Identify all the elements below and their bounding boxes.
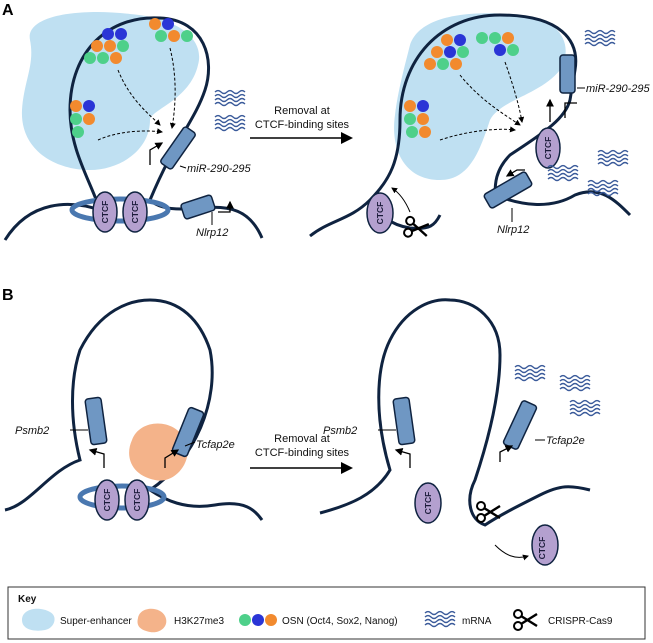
- gene-nlrp12: [180, 194, 216, 220]
- mrna-icon: [584, 29, 616, 47]
- interaction-arrows: [97, 47, 176, 141]
- svg-text:CTCF: CTCF: [375, 202, 385, 225]
- ctcf-protein: CTCF: [366, 192, 394, 234]
- key-crispr: CRISPR-Cas9: [548, 616, 613, 627]
- key-h3k27me3: H3K27me3: [174, 616, 224, 627]
- label-mir-290-295: miR-290-295: [187, 163, 251, 175]
- mrna-icon: [597, 149, 629, 167]
- panel-label-a: A: [2, 2, 14, 19]
- mrna-icon: [547, 164, 579, 182]
- release-arrow: [391, 187, 411, 213]
- ctcf-protein: CTCF: [122, 191, 148, 233]
- h3k27me3-swatch: [137, 608, 167, 633]
- svg-text:CTCF: CTCF: [423, 492, 433, 515]
- arrow-label-line1: Removal at: [274, 105, 330, 117]
- super-enhancer-swatch: [22, 608, 55, 631]
- label-psmb2: Psmb2: [15, 425, 49, 437]
- gene-psmb2: [392, 396, 416, 446]
- label-tcfap2e: Tcfap2e: [196, 439, 235, 451]
- dna-loop: [4, 298, 264, 521]
- gene-psmb2: [84, 396, 108, 446]
- osn-cluster: [70, 18, 193, 138]
- mrna-icon: [569, 399, 601, 417]
- label-nlrp12: Nlrp12: [497, 224, 529, 236]
- mrna-icon: [559, 374, 591, 392]
- svg-text:CTCF: CTCF: [100, 201, 110, 224]
- promoter-arrow: [505, 169, 525, 177]
- promoter-arrow: [88, 448, 105, 468]
- arrow-label-line2: CTCF-binding sites: [255, 119, 350, 131]
- ctcf-protein: CTCF: [535, 127, 561, 169]
- osn-swatch: [239, 614, 277, 626]
- promoter-arrow: [564, 102, 577, 118]
- super-enhancer-region: [21, 11, 200, 171]
- gene-nlrp12: [483, 171, 533, 209]
- promoter-arrow: [394, 448, 411, 468]
- svg-text:CTCF: CTCF: [130, 201, 140, 224]
- promoter-arrow: [218, 200, 234, 213]
- osn-cluster: [404, 32, 519, 138]
- cohesin-ring: [77, 483, 167, 511]
- ctcf-protein: CTCF: [531, 524, 559, 566]
- mrna-icon: [514, 364, 546, 382]
- ctcf-protein: CTCF: [414, 482, 442, 524]
- mrna-icon: [214, 89, 246, 107]
- label-mir-290-295: miR-290-295: [586, 83, 650, 95]
- arrow-label-line1: Removal at: [274, 433, 330, 445]
- ctcf-protein: CTCF: [94, 479, 120, 521]
- key-super-enhancer: Super-enhancer: [60, 616, 132, 627]
- interaction-arrows: [439, 61, 525, 141]
- svg-text:CTCF: CTCF: [132, 489, 142, 512]
- dna-loop: [319, 298, 591, 527]
- ctcf-protein: CTCF: [124, 479, 150, 521]
- svg-text:CTCF: CTCF: [537, 537, 547, 560]
- ctcf-protein: CTCF: [92, 191, 118, 233]
- mrna-icon: [214, 114, 246, 132]
- label-psmb2: Psmb2: [323, 425, 357, 437]
- label-tcfap2e: Tcfap2e: [546, 435, 585, 447]
- promoter-arrow: [499, 445, 514, 462]
- panel-label-b: B: [2, 287, 14, 304]
- key-osn: OSN (Oct4, Sox2, Nanog): [282, 616, 398, 627]
- gene-mir-290-295: [559, 54, 576, 94]
- svg-text:CTCF: CTCF: [102, 489, 112, 512]
- label-nlrp12: Nlrp12: [196, 227, 228, 239]
- key-box: [7, 586, 646, 640]
- svg-text:CTCF: CTCF: [543, 137, 553, 160]
- promoter-arrow: [164, 449, 180, 468]
- key-title: Key: [18, 594, 37, 605]
- promoter-arrow: [149, 142, 164, 165]
- arrow-label-line2: CTCF-binding sites: [255, 447, 350, 459]
- release-arrow: [494, 544, 529, 561]
- h3k27me3-mark: [129, 423, 188, 481]
- dna-loop: [309, 13, 632, 238]
- key-mrna: mRNA: [462, 616, 492, 627]
- cohesin-ring: [69, 196, 171, 224]
- gene-tcfap2e: [502, 400, 538, 450]
- gene-mir-290-295: [160, 126, 196, 170]
